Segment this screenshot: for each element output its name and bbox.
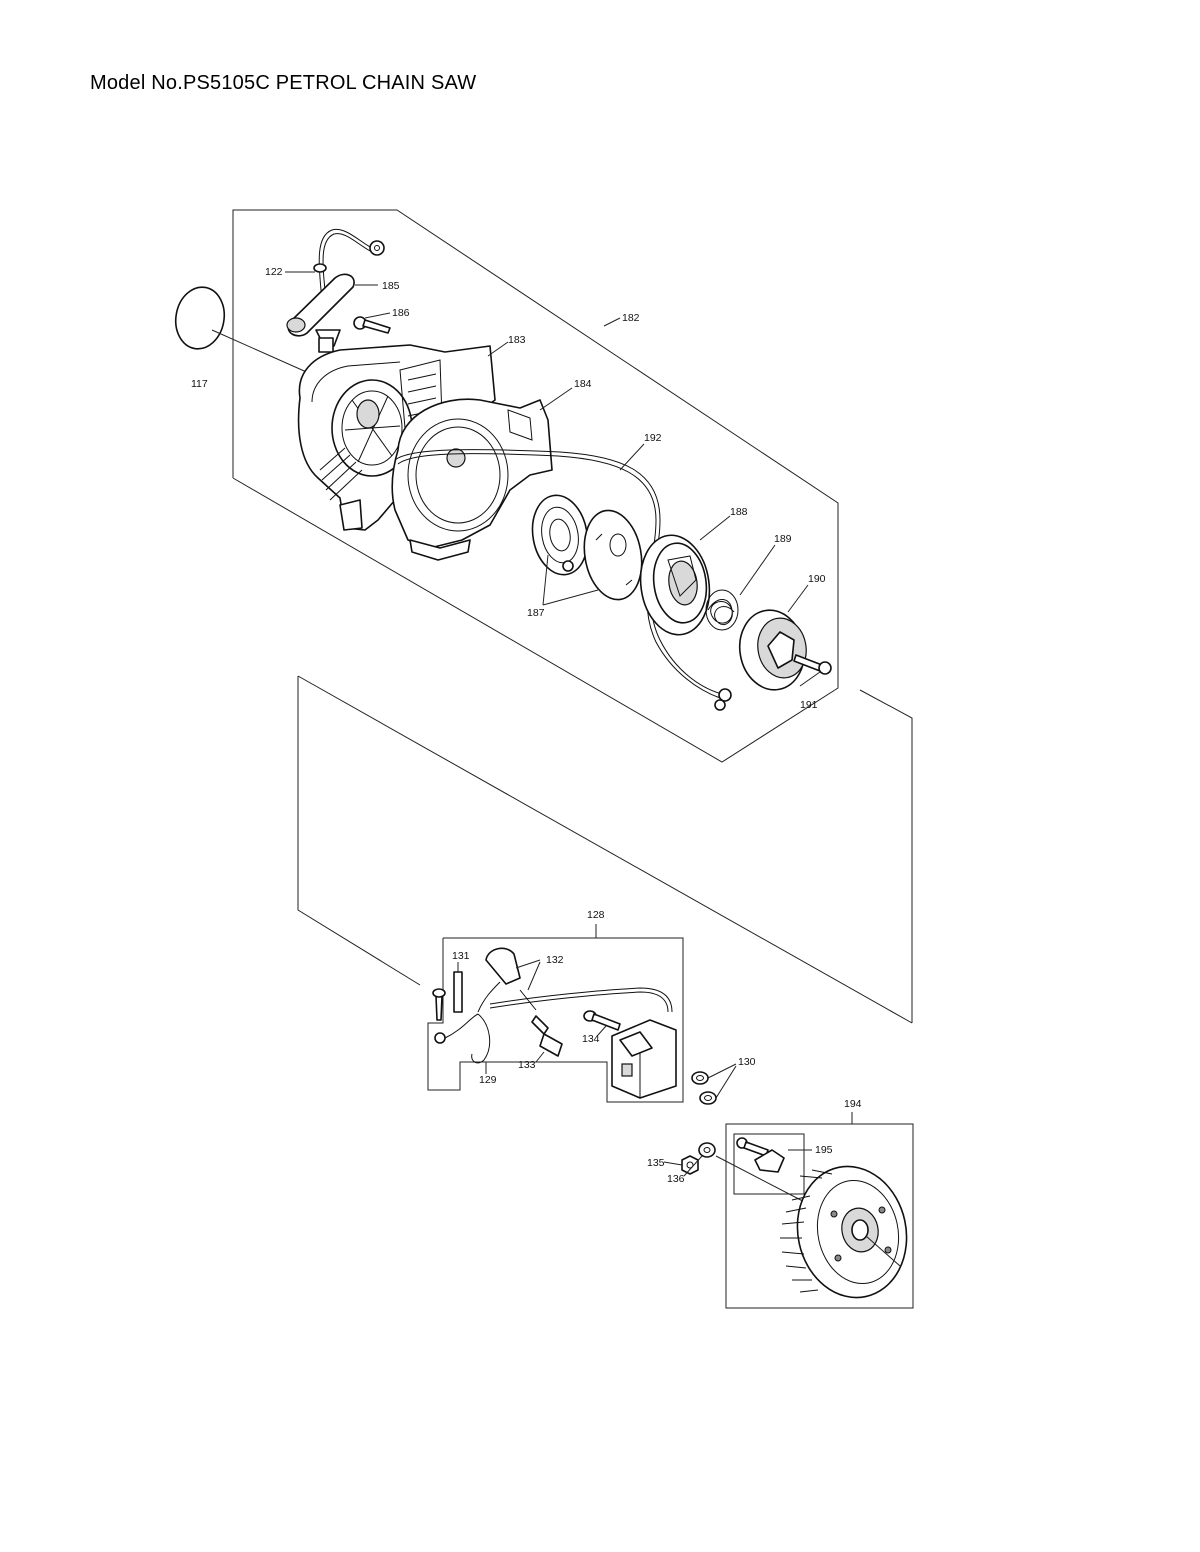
part-189-spring: [705, 589, 739, 631]
part-134-bolt: [583, 1010, 621, 1036]
label-132: 132: [546, 954, 564, 966]
label-117: 117: [191, 378, 208, 390]
label-129: 129: [479, 1074, 497, 1086]
part-130-washers: [691, 1063, 737, 1105]
label-190: 190: [808, 573, 826, 585]
label-191: 191: [800, 699, 818, 711]
part-192-rope: [394, 449, 732, 711]
label-128: 128: [587, 909, 605, 921]
part-labels: 117 122 185 186 182 183 184 192 188 189 …: [191, 266, 862, 1185]
part-185-handle: [286, 273, 355, 379]
part-131-sleeve: [453, 962, 463, 1013]
label-192: 192: [644, 432, 662, 444]
part-195-pawl: [736, 1137, 812, 1173]
part-135-nut: [663, 1155, 699, 1175]
label-135: 135: [647, 1157, 665, 1169]
ignition-group-frame: [427, 924, 684, 1103]
starter-assembly-frame: [232, 209, 839, 763]
label-194: 194: [844, 1098, 862, 1110]
label-184: 184: [574, 378, 592, 390]
part-190-ratchet-cup: [738, 609, 807, 691]
part-186-screw: [353, 316, 391, 334]
part-183-starter-housing: [297, 344, 496, 531]
label-182: 182: [622, 312, 640, 324]
part-188-pulley: [639, 534, 711, 636]
part-117-disc: [174, 286, 321, 379]
part-187-spring-assembly: [531, 494, 643, 601]
label-136: 136: [667, 1173, 685, 1185]
part-122-rope: [313, 228, 385, 301]
label-183: 183: [508, 334, 526, 346]
screw-small: [432, 988, 446, 1021]
part-133-spark-plug: [531, 1015, 563, 1063]
page-title: Model No.PS5105C PETROL CHAIN SAW: [90, 72, 477, 94]
part-191-screw: [793, 654, 832, 675]
label-133: 133: [518, 1059, 536, 1071]
label-186: 186: [392, 307, 410, 319]
flywheel: [780, 1165, 908, 1299]
flywheel-group-frame: [725, 1112, 914, 1309]
label-187: 187: [527, 607, 545, 619]
part-184-cover: [391, 398, 553, 561]
leader-lines-upper: [285, 271, 821, 687]
part-129-ground-wire: [434, 1013, 491, 1074]
label-134: 134: [582, 1033, 600, 1045]
label-185: 185: [382, 280, 400, 292]
label-122: 122: [265, 266, 283, 278]
label-188: 188: [730, 506, 748, 518]
part-132-cap-and-lead: [477, 947, 673, 1013]
ignition-coil: [611, 1019, 677, 1099]
connection-lines: [297, 675, 913, 1024]
label-189: 189: [774, 533, 792, 545]
label-130: 130: [738, 1056, 756, 1068]
part-136-washer: [683, 1142, 821, 1211]
label-131: 131: [452, 950, 470, 962]
label-195: 195: [815, 1144, 833, 1156]
